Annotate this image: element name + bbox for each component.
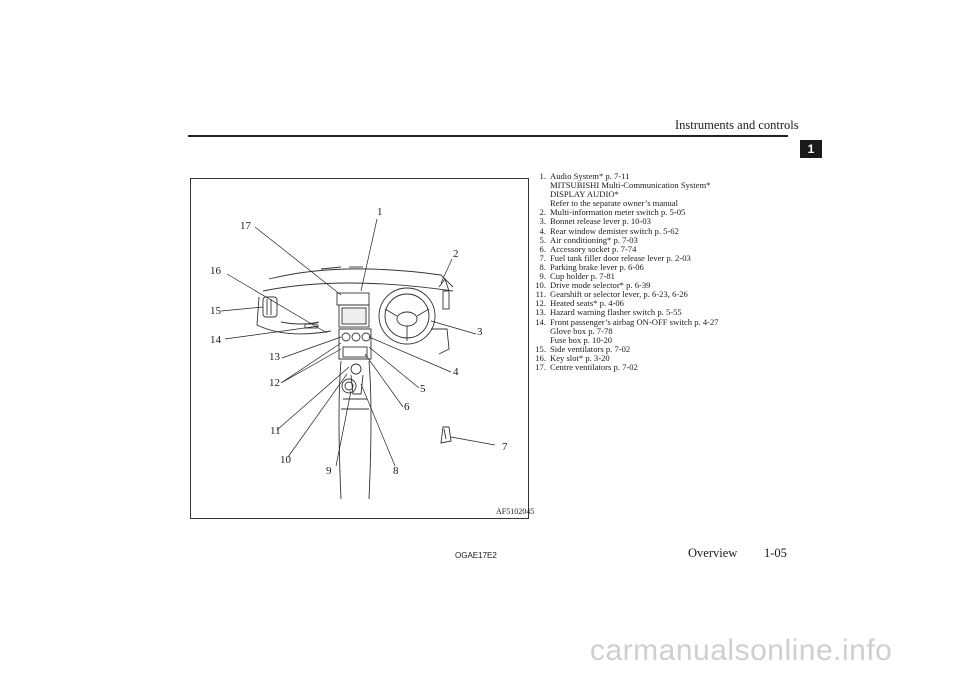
legend-item: 2. Multi-information meter switch p. 5-05: [532, 208, 782, 217]
figure-code: AF5102045: [496, 507, 535, 516]
legend-number: 16.: [535, 352, 546, 363]
legend-number: 7.: [539, 252, 546, 263]
legend-text: Hazard warning flasher switch p. 5-55: [550, 307, 682, 318]
legend-number: 11.: [535, 289, 546, 300]
legend-item: 9. Cup holder p. 7-81: [532, 271, 782, 282]
legend-number: 9.: [539, 271, 546, 282]
legend-number: 15.: [535, 343, 546, 354]
legend-item: 17. Centre ventilators p. 7-02: [532, 361, 782, 372]
legend-item: 1. Audio System* p. 7-11: [532, 171, 782, 181]
legend-text: Parking brake lever p. 6-06: [550, 261, 644, 272]
doc-code: OGAE17E2: [455, 551, 497, 560]
legend-item: 16. Key slot* p. 3-20: [532, 352, 782, 363]
legend-item: 12. Heated seats* p. 4-06: [532, 299, 782, 308]
page-number: 1-05: [764, 546, 787, 560]
legend-number: 4.: [539, 225, 546, 236]
legend-text: Fuel tank filler door release lever p. 2…: [550, 252, 691, 263]
legend-number: 14.: [535, 316, 546, 327]
callout-7: 7: [502, 441, 508, 453]
legend-subline: Glove box p. 7-78: [550, 325, 613, 336]
legend-item: 3. Bonnet release lever p. 10-03: [532, 217, 782, 226]
legend-item: 15. Side ventilators p. 7-02: [532, 343, 782, 354]
callout-9: 9: [326, 465, 332, 477]
legend-text: Heated seats* p. 4-06: [550, 298, 624, 309]
legend-item: 11. Gearshift or selector lever, p. 6-23,…: [532, 290, 782, 299]
callout-11: 11: [270, 425, 281, 437]
legend-number: 2.: [539, 207, 546, 218]
callout-8: 8: [393, 465, 399, 477]
legend-item: 6. Accessory socket p. 7-74: [532, 243, 782, 254]
header-rule: [188, 135, 788, 137]
legend-item: 7. Fuel tank filler door release lever p.…: [532, 252, 782, 263]
legend-number: 5.: [539, 234, 546, 245]
callout-17: 17: [240, 220, 251, 232]
callout-10: 10: [280, 454, 291, 466]
legend-text: Side ventilators p. 7-02: [550, 343, 631, 354]
callout-5: 5: [420, 383, 426, 395]
legend-text: Multi-information meter switch p. 5-05: [550, 207, 686, 218]
legend-number: 8.: [539, 261, 546, 272]
legend-item: 13. Hazard warning flasher switch p. 5-55: [532, 308, 782, 317]
legend-number: 13.: [535, 307, 546, 318]
legend-text: Cup holder p. 7-81: [550, 271, 615, 282]
legend-number: 12.: [535, 298, 546, 309]
callout-4: 4: [453, 366, 459, 378]
legend-subline: Fuse box p. 10-20: [550, 334, 613, 345]
callout-12: 12: [269, 377, 280, 389]
legend-text: Key slot* p. 3-20: [550, 352, 610, 363]
legend-number: 6.: [539, 243, 546, 254]
callout-16: 16: [210, 265, 221, 277]
legend-text: Drive mode selector* p. 6-39: [550, 280, 651, 291]
legend-text: Accessory socket p. 7-74: [550, 243, 637, 254]
legend-number: 3.: [539, 216, 546, 227]
chapter-tab: 1: [800, 140, 822, 158]
legend-text: Rear window demister switch p. 5-62: [550, 225, 679, 236]
section-title: Instruments and controls: [675, 118, 799, 132]
legend-text: Front passenger’s airbag ON-OFF switch p…: [550, 316, 719, 327]
legend-item: 10. Drive mode selector* p. 6-39: [532, 281, 782, 290]
legend-text: Air conditioning* p. 7-03: [550, 234, 638, 245]
legend-text: Gearshift or selector lever, p. 6-23, 6-…: [550, 289, 688, 300]
legend-subline: DISPLAY AUDIO*: [550, 189, 619, 200]
callout-13: 13: [269, 351, 280, 363]
legend-number: 10.: [535, 280, 546, 291]
dashboard-figure: 1 2 3 4 5 6 7 8 9 10 11 12 13 14 15 16 1…: [190, 178, 534, 519]
legend-subline: Refer to the separate owner’s manual: [550, 198, 678, 209]
footer-section: Overview: [688, 546, 738, 560]
legend-item: 14. Front passenger’s airbag ON-OFF switc…: [532, 316, 782, 327]
callout-15: 15: [210, 305, 221, 317]
legend-text: Centre ventilators p. 7-02: [550, 361, 638, 372]
legend-number: 17.: [535, 361, 546, 372]
callout-2: 2: [453, 248, 459, 260]
watermark: carmanualsonline.info: [590, 634, 893, 667]
legend-text: Audio System* p. 7-11: [550, 171, 630, 181]
legend-item: 8. Parking brake lever p. 6-06: [532, 261, 782, 272]
legend-item: 5. Air conditioning* p. 7-03: [532, 234, 782, 245]
dashboard-illustration: [220, 218, 496, 500]
legend-number: 1.: [539, 171, 546, 181]
callout-6: 6: [404, 401, 410, 413]
legend-text: Bonnet release lever p. 10-03: [550, 216, 651, 227]
callout-3: 3: [477, 326, 483, 338]
legend-subline: MITSUBISHI Multi-Communication System*: [550, 180, 711, 191]
callout-14: 14: [210, 334, 221, 346]
legend-item: 4. Rear window demister switch p. 5-62: [532, 225, 782, 236]
callout-1: 1: [377, 206, 383, 218]
